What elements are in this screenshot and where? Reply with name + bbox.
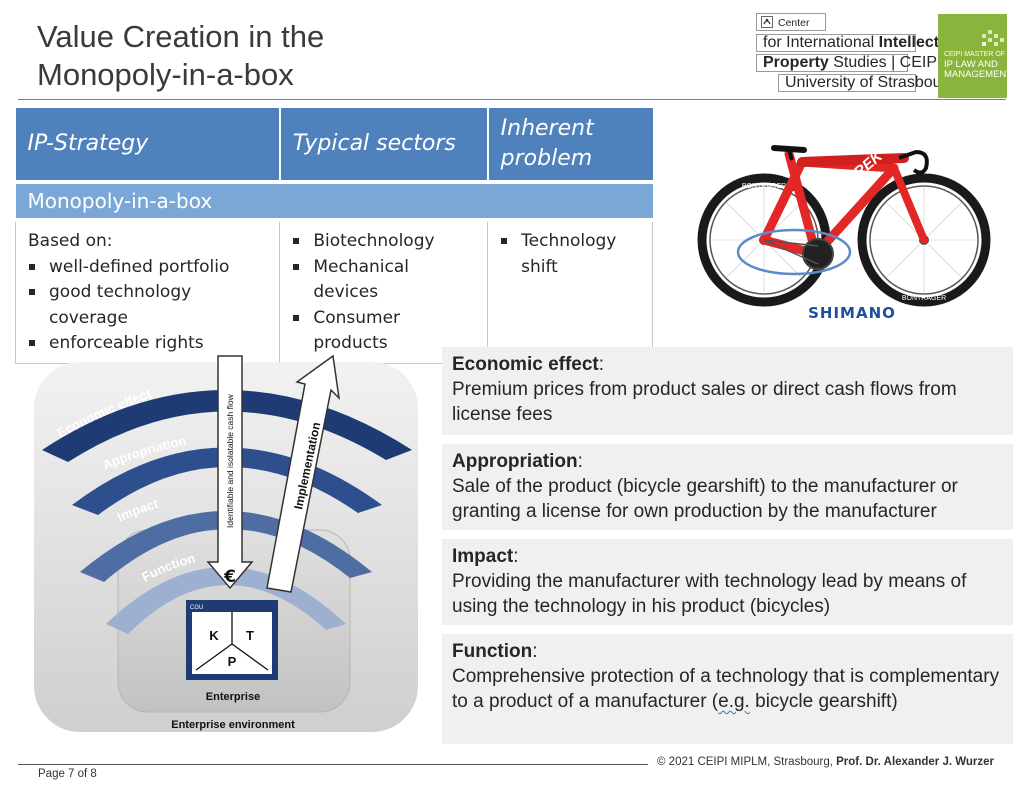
info-text: Premium prices from product sales or dir…: [452, 377, 1003, 427]
table-header-row: IP-Strategy Typical sectors Inherent pro…: [16, 108, 653, 182]
cell-problem: Technology shift: [488, 220, 653, 363]
header-inherent-problem: Inherent problem: [488, 108, 653, 182]
ceipi-logo-row-4: University of Strasbourg: [778, 74, 916, 92]
value-creation-diagram: Economic effect Appropriation Impact Fun…: [20, 350, 430, 740]
list-item: Mechanical devices: [292, 255, 475, 306]
slide-title: Value Creation in the Monopoly-in-a-box: [37, 18, 557, 94]
cgu-t: T: [246, 628, 254, 643]
strategy-name: Monopoly-in-a-box: [16, 182, 653, 220]
enterprise-label: Enterprise: [206, 691, 260, 703]
spellcheck-underline: e.g.: [718, 691, 750, 712]
info-head: Appropriation: [452, 451, 578, 472]
copyright-text: © 2021 CEIPI MIPLM, Strasbourg,: [657, 756, 833, 768]
table-body-row: Based on: well-defined portfolio good te…: [16, 220, 653, 363]
ceipi-logo-row-1: Center: [756, 13, 826, 31]
info-box-economic-effect: Economic effect: Premium prices from pro…: [442, 347, 1013, 435]
ceipi-line-1: Center: [778, 17, 810, 29]
ceipi-emblem-icon: [761, 16, 773, 28]
info-text: Providing the manufacturer with technolo…: [452, 569, 1003, 619]
brand-line-2: MANAGEMENT: [944, 70, 1006, 80]
brand-text: CEIPI MASTER OF IP LAW AND MANAGEMENT: [944, 50, 1006, 80]
based-on-list: well-defined portfolio good technology c…: [28, 255, 267, 357]
cgu-k: K: [209, 628, 219, 643]
wheel-spokes: [710, 186, 978, 294]
cell-sectors: Biotechnology Mechanical devices Consume…: [280, 220, 488, 363]
list-item: good technology coverage: [28, 280, 267, 331]
list-item: Technology shift: [500, 229, 610, 280]
sectors-list: Biotechnology Mechanical devices Consume…: [292, 229, 475, 357]
footer-copyright: © 2021 CEIPI MIPLM, Strasbourg, Prof. Dr…: [657, 756, 994, 768]
cgu-box: CGU K T P: [186, 600, 278, 680]
bicycle-image: BONTRAGER BONTRAGER TREK SHIMANO: [694, 112, 994, 327]
strategy-row: Monopoly-in-a-box: [16, 182, 653, 220]
ceipi-line-3b: Studies | CEIPI: [833, 54, 941, 71]
cell-based-on: Based on: well-defined portfolio good te…: [16, 220, 280, 363]
list-item: Biotechnology: [292, 229, 475, 255]
info-head: Impact: [452, 546, 513, 567]
rear-wheel-label: BONTRAGER: [742, 183, 786, 190]
info-box-impact: Impact: Providing the manufacturer with …: [442, 539, 1013, 625]
info-head: Function: [452, 641, 532, 662]
bike-frame: TREK: [764, 147, 924, 254]
cash-flow-label: Identifiable and isolatable cash flow: [225, 393, 235, 528]
title-divider: [18, 99, 1006, 100]
miplm-logo: CEIPI MASTER OF IP LAW AND MANAGEMENT: [938, 14, 1007, 98]
footer-divider: [18, 764, 648, 765]
author-text: Prof. Dr. Alexander J. Wurzer: [836, 756, 994, 768]
shimano-logo: SHIMANO: [808, 304, 896, 322]
ip-strategy-table: IP-Strategy Typical sectors Inherent pro…: [15, 108, 653, 364]
info-text: Comprehensive protection of a technology…: [452, 664, 1003, 714]
list-item: well-defined portfolio: [28, 255, 267, 281]
header-ip-strategy: IP-Strategy: [16, 108, 280, 182]
info-head: Economic effect: [452, 354, 599, 375]
info-text: Sale of the product (bicycle gearshift) …: [452, 474, 1003, 524]
ceipi-logo-row-2: for International Intellectual: [756, 34, 916, 52]
based-on-label: Based on:: [28, 229, 267, 255]
ceipi-line-3a: Property: [763, 54, 829, 71]
problem-list: Technology shift: [500, 229, 640, 280]
info-box-function: Function: Comprehensive protection of a …: [442, 634, 1013, 744]
front-wheel-label: BONTRAGER: [902, 295, 946, 302]
page-number: Page 7 of 8: [38, 768, 97, 780]
cgu-label: CGU: [190, 605, 203, 611]
header-typical-sectors: Typical sectors: [280, 108, 488, 182]
ceipi-line-4: University of Strasbourg: [785, 74, 956, 91]
cgu-p: P: [228, 654, 237, 669]
title-line-2: Monopoly-in-a-box: [37, 56, 557, 94]
ceipi-logo-row-3: Property Studies | CEIPI: [756, 54, 908, 72]
title-line-1: Value Creation in the: [37, 18, 557, 56]
environment-label: Enterprise environment: [171, 719, 295, 731]
euro-icon: €: [223, 567, 236, 587]
ceipi-line-2a: for International: [763, 34, 874, 51]
info-box-appropriation: Appropriation: Sale of the product (bicy…: [442, 444, 1013, 530]
brand-small: CEIPI MASTER OF: [944, 50, 1006, 60]
